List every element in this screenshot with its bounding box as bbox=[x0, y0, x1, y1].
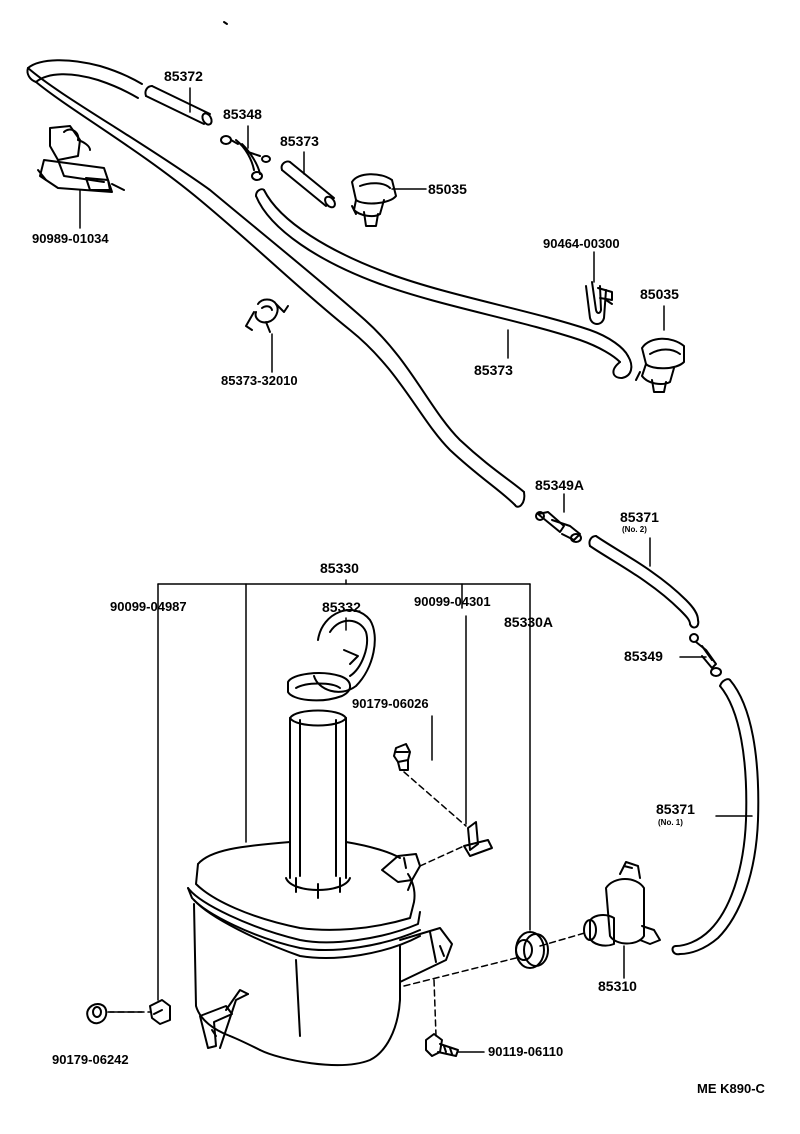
label-85332: 85332 bbox=[322, 599, 361, 615]
label-85310: 85310 bbox=[598, 978, 637, 994]
label-90179-06242: 90179-06242 bbox=[52, 1052, 129, 1067]
cap-85332 bbox=[287, 609, 376, 702]
label-85035-top: 85035 bbox=[428, 181, 467, 197]
label-85330A: 85330A bbox=[504, 614, 554, 630]
label-85349A: 85349A bbox=[535, 477, 585, 493]
label-90464-00300: 90464-00300 bbox=[543, 236, 620, 251]
clip-90464 bbox=[585, 281, 613, 325]
tank-85330 bbox=[187, 709, 453, 1066]
valve-90989 bbox=[37, 125, 125, 193]
label-85373-32010: 85373-32010 bbox=[221, 373, 298, 388]
dashed-lines bbox=[107, 771, 589, 1037]
hose-85373-short bbox=[280, 160, 336, 209]
label-85330: 85330 bbox=[320, 560, 359, 576]
clip-90099-04987 bbox=[149, 999, 171, 1025]
clip-90099-04301 bbox=[463, 821, 493, 857]
label-85371-no2: 85371 bbox=[620, 509, 659, 525]
diagram-code: ME K890-C bbox=[697, 1081, 765, 1096]
label-85371-no1-sub: (No. 1) bbox=[658, 818, 683, 827]
hose-85371-no2 bbox=[588, 535, 700, 629]
joint-85349A bbox=[535, 511, 582, 543]
label-90119-06110: 90119-06110 bbox=[488, 1044, 564, 1059]
pump-85310 bbox=[583, 861, 661, 947]
hose-85371-no1 bbox=[671, 678, 760, 956]
joint-85349 bbox=[689, 633, 722, 677]
bolt-90119-06110 bbox=[425, 1033, 459, 1057]
label-85371-no2-sub: (No. 2) bbox=[622, 525, 647, 534]
label-85035-right: 85035 bbox=[640, 286, 679, 302]
label-90099-04987: 90099-04987 bbox=[110, 599, 187, 614]
label-85348: 85348 bbox=[223, 106, 262, 122]
label-85373-top: 85373 bbox=[280, 133, 319, 149]
grommet-85330A bbox=[515, 931, 549, 969]
clamp-85373-32010 bbox=[245, 298, 289, 333]
hose-long bbox=[26, 59, 526, 508]
label-90989-01034: 90989-01034 bbox=[32, 231, 109, 246]
label-85373-mid: 85373 bbox=[474, 362, 513, 378]
nut-90179-06242 bbox=[86, 1003, 108, 1025]
label-90099-04301: 90099-04301 bbox=[414, 594, 491, 609]
leader-lines bbox=[79, 87, 753, 1053]
nozzle-85035-right bbox=[635, 337, 685, 393]
hose-85372 bbox=[144, 85, 213, 126]
nut-90179-06026 bbox=[393, 743, 411, 771]
label-90179-06026: 90179-06026 bbox=[352, 696, 429, 711]
nozzle-85035-top bbox=[351, 173, 397, 227]
label-85372: 85372 bbox=[164, 68, 203, 84]
label-85371-no1: 85371 bbox=[656, 801, 695, 817]
hose-85373-long bbox=[255, 188, 633, 379]
joint-85348 bbox=[220, 135, 271, 181]
label-85349: 85349 bbox=[624, 648, 663, 664]
